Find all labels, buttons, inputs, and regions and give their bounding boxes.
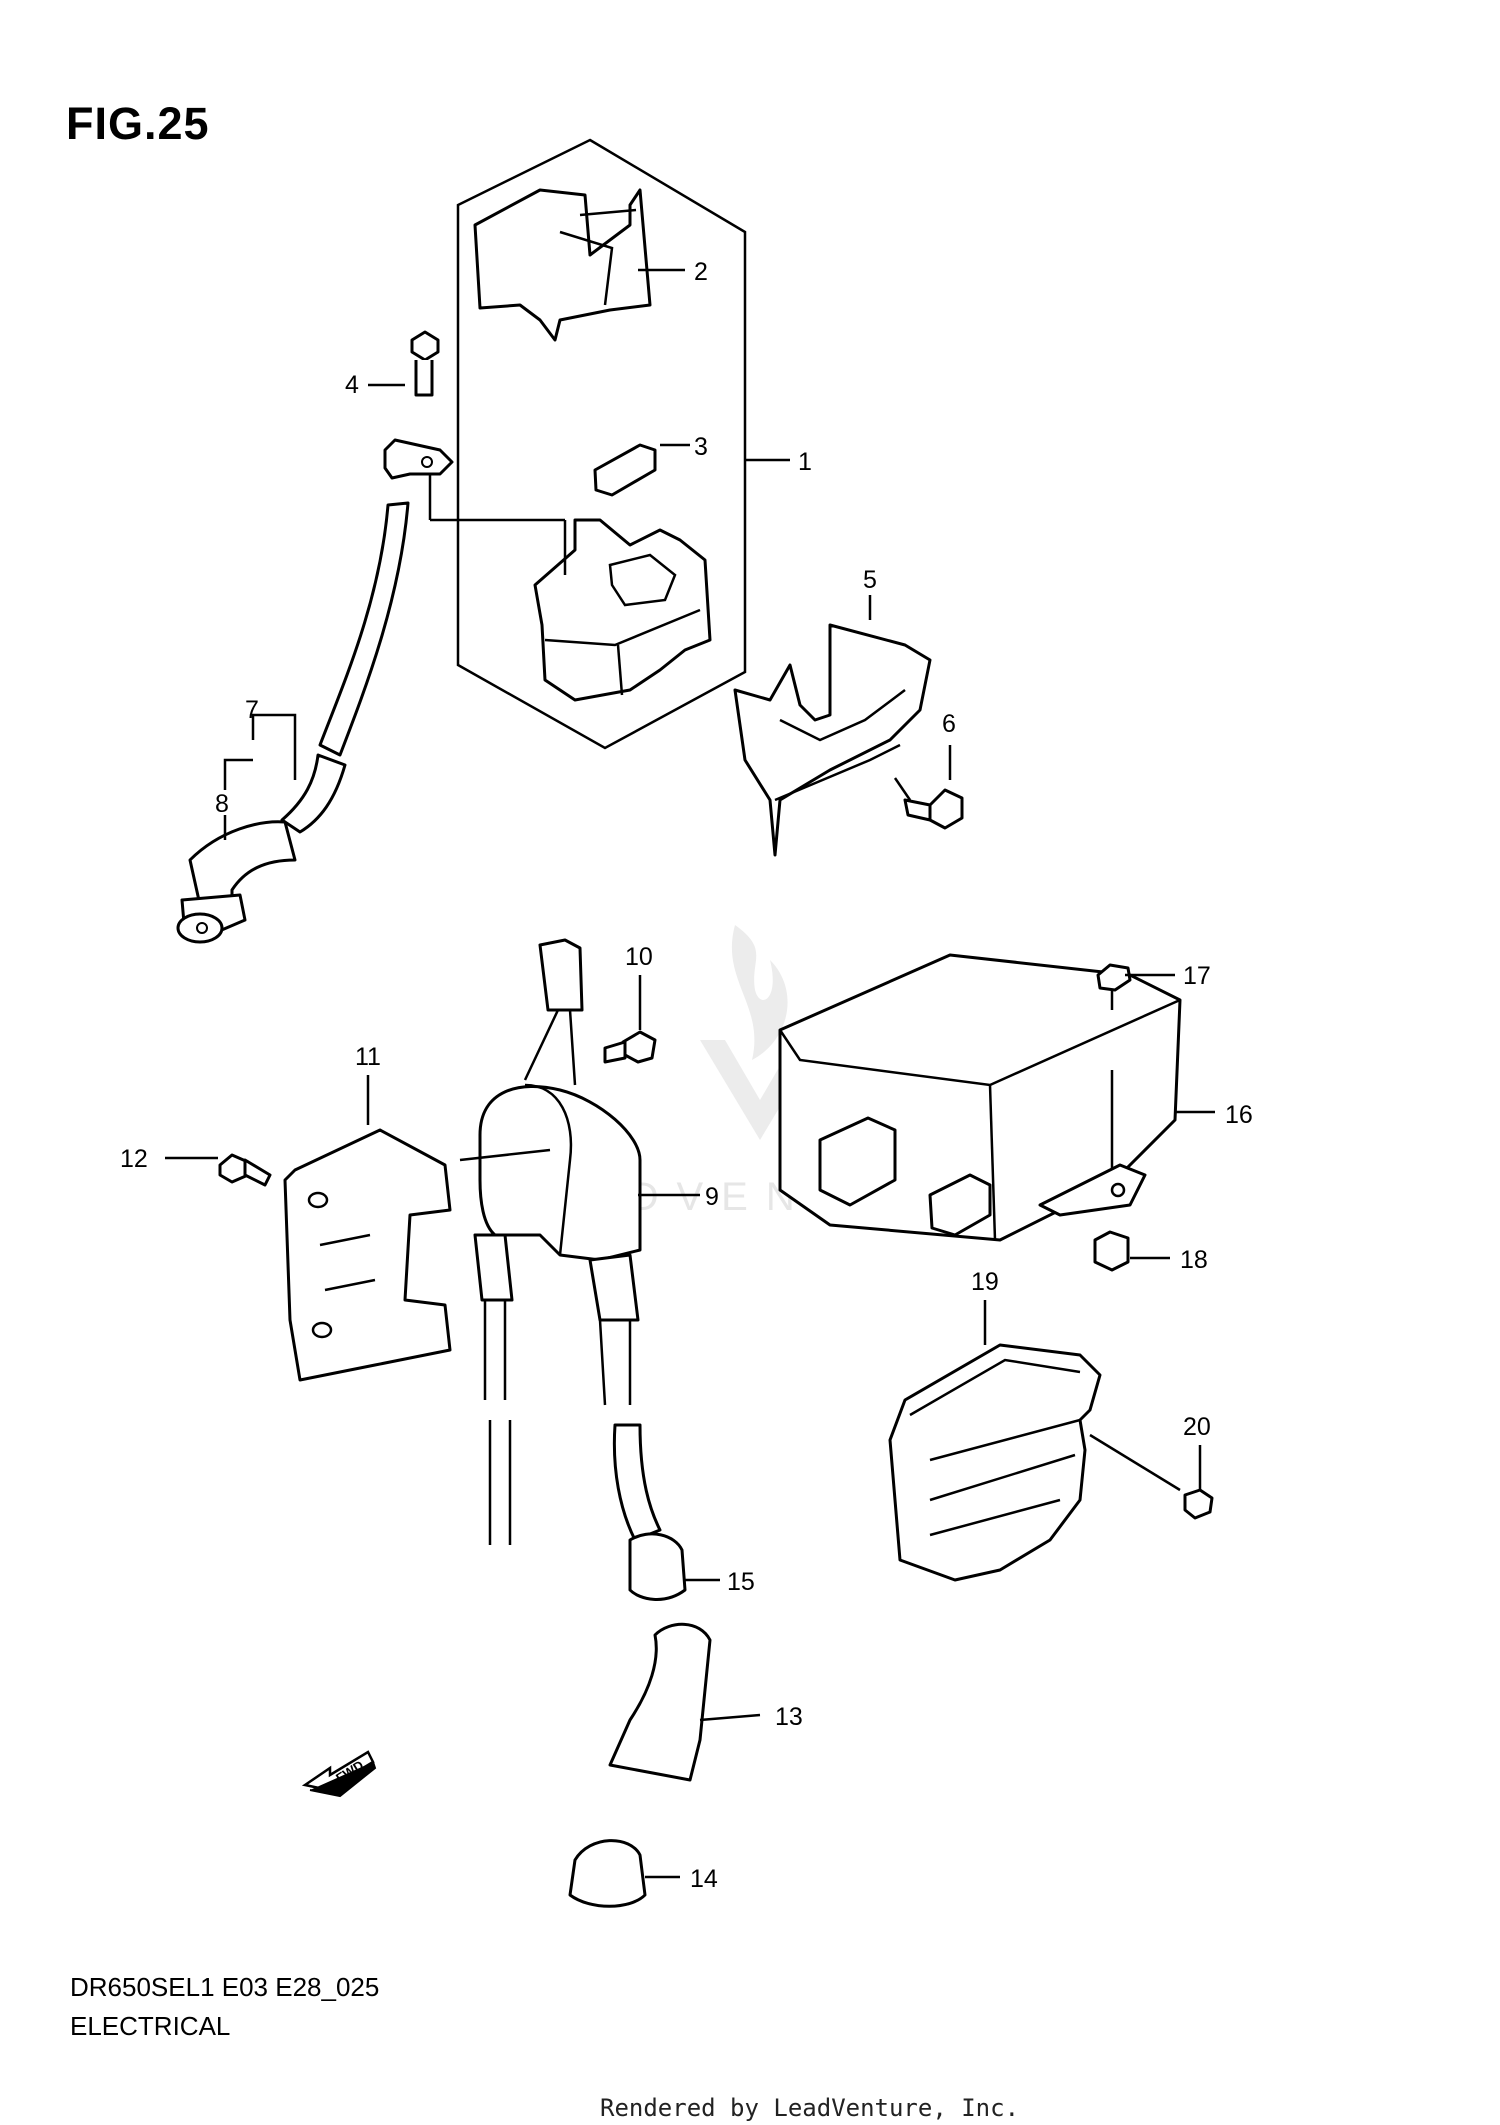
callout-19: 19 bbox=[971, 1268, 999, 1296]
callouts: 1 2 3 4 5 6 7 8 9 10 11 12 13 14 15 16 1… bbox=[120, 258, 1253, 1893]
callout-9: 9 bbox=[705, 1183, 719, 1211]
callout-4: 4 bbox=[345, 371, 359, 399]
callout-10: 10 bbox=[625, 943, 653, 971]
callout-11: 11 bbox=[355, 1043, 381, 1071]
part-19-regulator bbox=[888, 1343, 1214, 1582]
callout-8: 8 bbox=[215, 790, 229, 818]
callout-1: 1 bbox=[798, 448, 812, 476]
leader-lines bbox=[165, 268, 1215, 1879]
callout-7: 7 bbox=[245, 696, 259, 724]
diagram-code: DR650SEL1 E03 E28_025 bbox=[70, 1972, 380, 2002]
part-5-6-bracket bbox=[733, 623, 964, 857]
callout-14: 14 bbox=[690, 1865, 718, 1893]
callout-16: 16 bbox=[1225, 1101, 1253, 1129]
part-16-ignitor bbox=[778, 953, 1182, 1272]
callout-18: 18 bbox=[1180, 1246, 1208, 1274]
callout-15: 15 bbox=[727, 1568, 755, 1596]
callout-5: 5 bbox=[863, 566, 877, 594]
callout-3: 3 bbox=[694, 433, 708, 461]
part-1-relay-assembly bbox=[430, 138, 747, 750]
watermark-flame-icon bbox=[731, 925, 788, 1060]
section-name: ELECTRICAL bbox=[70, 2011, 231, 2041]
callout-13: 13 bbox=[775, 1703, 803, 1731]
render-credit: Rendered by LeadVenture, Inc. bbox=[600, 2094, 1020, 2122]
callout-2: 2 bbox=[694, 258, 708, 286]
part-7-8-battery-cable bbox=[176, 330, 454, 944]
callout-12: 12 bbox=[120, 1145, 148, 1173]
part-11-12-coil-bracket bbox=[218, 1128, 452, 1382]
callout-20: 20 bbox=[1183, 1413, 1211, 1441]
figure-title: FIG.25 bbox=[66, 98, 210, 149]
fwd-arrow-icon: FWD bbox=[301, 1750, 377, 1798]
callout-6: 6 bbox=[942, 710, 956, 738]
callout-17: 17 bbox=[1183, 962, 1211, 990]
part-9-ignition-coil bbox=[459, 938, 712, 1908]
